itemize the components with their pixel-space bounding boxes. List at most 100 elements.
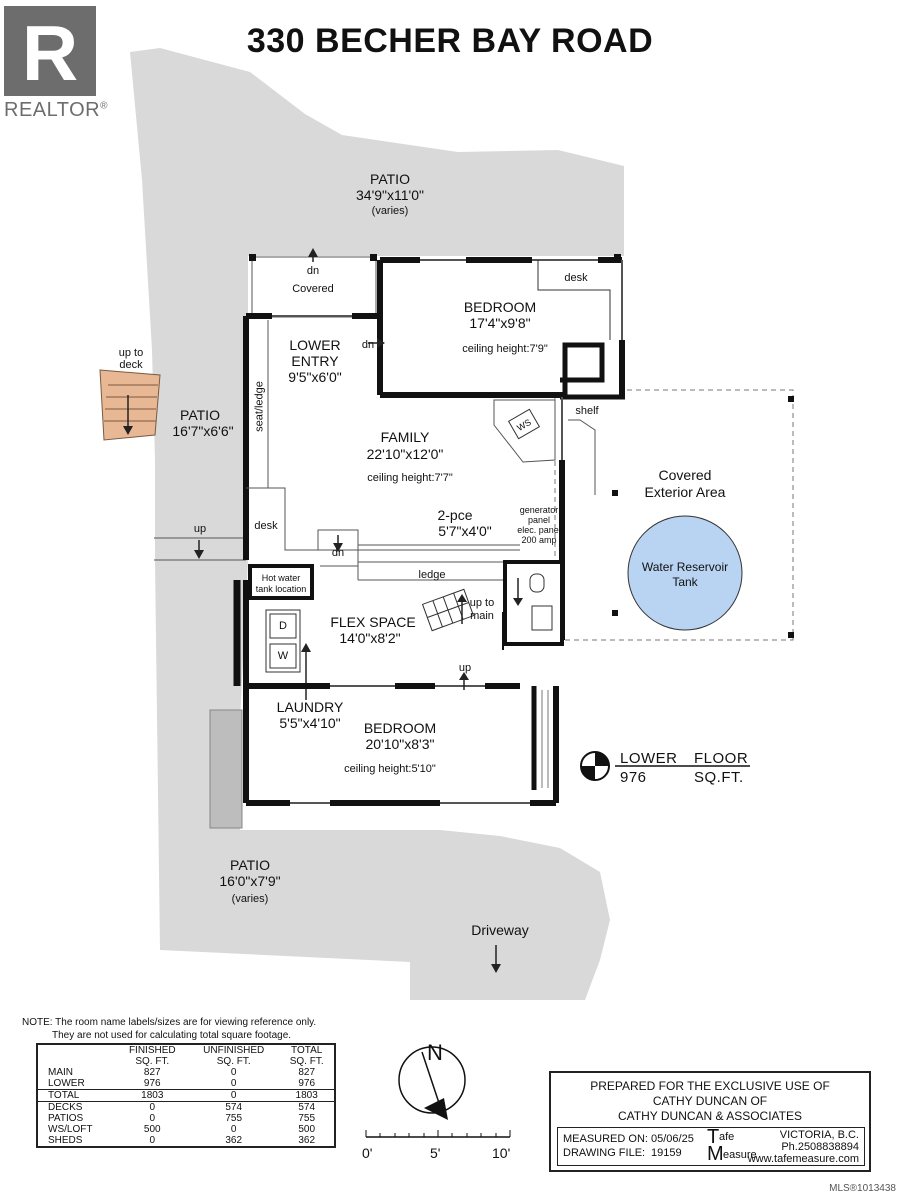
laundry-size: 5'5"x4'10": [279, 715, 341, 731]
prepared-line-1: PREPARED FOR THE EXCLUSIVE USE OF: [590, 1079, 830, 1093]
svg-text:5': 5': [430, 1145, 440, 1161]
patio-top-note: (varies): [371, 205, 409, 217]
patio-bottom-note: (varies): [231, 893, 269, 905]
flex-size: 14'0"x8'2": [339, 630, 401, 646]
measured-box: [557, 1127, 865, 1166]
svg-text:N: N: [427, 1040, 443, 1065]
water-tank-label-1: Water Reservoir: [641, 560, 729, 574]
hdr-unfinished: UNFINISHED: [203, 1045, 265, 1056]
sqft-header-row-1: FINISHED UNFINISHED TOTAL: [37, 1044, 335, 1056]
sqft-table: FINISHED UNFINISHED TOTAL SQ. FT. SQ. FT…: [36, 1043, 336, 1148]
washer-label: W: [277, 650, 289, 662]
floor-area: 976: [620, 769, 647, 786]
generator-1: generator: [519, 505, 559, 515]
patio-bottom-name: PATIO: [230, 857, 270, 873]
floor-symbol: [580, 751, 750, 781]
desk-lower-label: desk: [254, 520, 278, 532]
svg-text:0': 0': [362, 1145, 372, 1161]
measured-on-value: 05/06/25: [651, 1133, 694, 1145]
patio-top-area: [130, 48, 624, 560]
generator-4: 200 amp: [521, 535, 557, 545]
hot-water-1: Hot water: [261, 573, 301, 583]
measured-on-label: MEASURED ON:: [563, 1133, 648, 1145]
driveway-label: Driveway: [471, 922, 529, 938]
note-line-2: They are not used for calculating total …: [52, 1030, 292, 1041]
floor-unit: SQ.FT.: [694, 769, 744, 786]
realtor-r-icon: R: [22, 9, 78, 97]
bedroom-lower-name: BEDROOM: [363, 720, 437, 736]
up-bedroom-label: up: [458, 662, 472, 674]
tafe-logo-m: M: [707, 1143, 724, 1165]
realtor-logo: R: [4, 6, 96, 97]
bedroom-upper-ceiling: ceiling height:7'9": [462, 343, 548, 355]
svg-text:10': 10': [492, 1145, 510, 1161]
up-to-deck-1: up to: [118, 347, 144, 359]
up-left-label: up: [193, 523, 207, 535]
covered-exterior-1: Covered: [658, 467, 712, 483]
note-block: NOTE: The room name labels/sizes are for…: [22, 1016, 316, 1042]
drawing-file-value: 19159: [651, 1147, 682, 1159]
lower-entry-name1: LOWER: [289, 337, 341, 353]
deck-stairs: [99, 369, 161, 441]
lower-entry-size: 9'5"x6'0": [288, 369, 342, 385]
page-title: 330 BECHER BAY ROAD: [246, 22, 654, 60]
dn-stair-label: dn: [331, 547, 345, 559]
tafe-logo-t: T: [707, 1126, 720, 1148]
up-to-deck-2: deck: [119, 359, 143, 371]
compass-icon: N: [398, 1040, 466, 1120]
floor-name-1: LOWER: [620, 750, 678, 767]
tafe-city: VICTORIA, B.C.: [779, 1129, 859, 1141]
hot-water-2: tank location: [255, 584, 307, 594]
water-tank-label-2: Tank: [672, 575, 698, 589]
mls-number: MLS®1013438: [829, 1183, 896, 1194]
realtor-wordmark: REALTOR®: [4, 99, 108, 121]
desk-upper-label: desk: [564, 272, 588, 284]
covered-exterior-2: Exterior Area: [644, 484, 726, 500]
up-to-main-2: main: [470, 610, 494, 622]
patio-top-name: PATIO: [370, 171, 410, 187]
drawing-file-label: DRAWING FILE:: [563, 1147, 646, 1159]
note-line-1: NOTE: The room name labels/sizes are for…: [22, 1017, 317, 1028]
prepared-line-3: CATHY DUNCAN & ASSOCIATES: [617, 1109, 803, 1123]
family-ceiling: ceiling height:7'7": [367, 472, 453, 484]
entry-dn: dn: [361, 339, 375, 351]
bedroom-lower-ceiling: ceiling height:5'10": [344, 763, 436, 775]
tafe-logo-easure: easure: [723, 1149, 757, 1161]
generator-2: panel: [527, 515, 551, 525]
hdr-total: TOTAL: [291, 1045, 323, 1056]
dryer-label: D: [279, 620, 287, 632]
two-pce-name: 2-pce: [437, 507, 473, 523]
patio-bottom-size: 16'0"x7'9": [219, 873, 281, 889]
floor-plan: [99, 48, 794, 1000]
svg-text:R: R: [22, 9, 78, 96]
family-size: 22'10"x12'0": [366, 446, 444, 462]
lower-entry-name2: ENTRY: [291, 353, 339, 369]
up-to-main-1: up to: [469, 597, 495, 609]
patio-bottom-area: [155, 560, 610, 1000]
tafe-logo-afe: afe: [719, 1131, 735, 1143]
patio-left-size: 16'7"x6'6": [172, 423, 234, 439]
compass-and-scale: N 0' 5' 10': [362, 1040, 511, 1161]
bedroom-upper-name: BEDROOM: [463, 299, 537, 315]
hdr-finished: FINISHED: [128, 1045, 176, 1056]
patio-top-size: 34'9"x11'0": [356, 187, 424, 203]
scale-bar-icon: 0' 5' 10': [362, 1130, 511, 1161]
tafe-phone: Ph.2508838894: [781, 1141, 859, 1153]
prepared-box: PREPARED FOR THE EXCLUSIVE USE OF CATHY …: [549, 1071, 871, 1172]
prepared-line-2: CATHY DUNCAN OF: [652, 1094, 768, 1108]
water-tank-circle: [627, 515, 743, 631]
laundry-name: LAUNDRY: [276, 699, 344, 715]
seat-ledge-label: seat/ledge: [253, 381, 266, 432]
ledge-label: ledge: [418, 569, 446, 581]
tafe-web: www.tafemeasure.com: [747, 1153, 859, 1165]
floor-name-2: FLOOR: [694, 750, 749, 767]
patio-left-name: PATIO: [180, 407, 220, 423]
generator-3: elec. panel: [517, 525, 561, 535]
covered-dn: dn: [306, 265, 320, 277]
covered-label: Covered: [292, 283, 334, 295]
